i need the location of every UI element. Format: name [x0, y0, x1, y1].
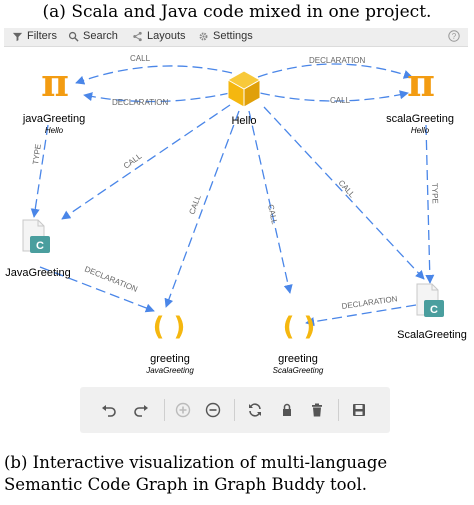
file-class-icon[interactable]: C — [414, 283, 446, 319]
graph-edges: CALL DECLARATION DECLARATION CALL CALL C… — [30, 54, 440, 327]
edge-hello-javagreeting-call — [75, 65, 233, 85]
edge-hello-javagreetingclass-call — [61, 104, 231, 220]
filters-label: Filters — [27, 30, 57, 42]
pi-glyph: π — [407, 67, 435, 101]
toolbar-separator — [164, 399, 165, 421]
edge-scalagreeting-type — [425, 124, 435, 284]
edge-javagreetingclass-declaration — [39, 266, 155, 313]
edge-label-type-1: TYPE — [31, 143, 43, 165]
filters-button[interactable]: Filters — [12, 30, 57, 42]
zoom-out-icon[interactable] — [204, 401, 222, 419]
search-button[interactable]: Search — [68, 30, 118, 42]
zoom-in-icon[interactable] — [174, 401, 192, 419]
edge-hello-greetingscala-call — [248, 110, 293, 294]
layouts-button[interactable]: Layouts — [132, 30, 186, 42]
save-icon[interactable] — [350, 401, 368, 419]
node-scalagreeting-class-label: ScalaGreeting — [397, 329, 467, 341]
edge-label-call-3: CALL — [122, 151, 144, 170]
layouts-label: Layouts — [147, 30, 186, 42]
node-greeting-scala-label: greeting — [278, 353, 318, 365]
node-greeting-java-sub: JavaGreeting — [146, 366, 194, 375]
toolbar-separator — [234, 399, 235, 421]
edge-label-declaration-3: DECLARATION — [83, 265, 139, 295]
trash-icon[interactable] — [308, 401, 326, 419]
edge-label-declaration-2: DECLARATION — [309, 56, 366, 65]
edge-label-declaration-4: DECLARATION — [341, 294, 398, 311]
lock-icon[interactable] — [278, 401, 296, 419]
refresh-icon[interactable] — [246, 401, 264, 419]
parens-glyph: ( ) — [284, 312, 314, 341]
node-javagreeting-class-label: JavaGreeting — [5, 267, 71, 279]
undo-icon[interactable] — [100, 401, 118, 419]
figure-caption-a: (a) Scala and Java code mixed in one pro… — [42, 2, 432, 22]
pi-icon[interactable]: π — [403, 67, 439, 101]
cube-icon[interactable] — [226, 69, 262, 109]
edge-label-call-5: CALL — [266, 204, 279, 226]
node-hello-label: Hello — [231, 115, 257, 127]
toolbar-separator — [338, 399, 339, 421]
settings-label: Settings — [213, 30, 253, 42]
edge-label-call-1: CALL — [130, 54, 151, 63]
class-badge-letter: C — [430, 304, 438, 316]
pi-icon[interactable]: π — [37, 67, 73, 101]
node-greeting-java-label: greeting — [150, 353, 190, 365]
edge-hello-scalagreetingclass-call — [263, 106, 425, 280]
edge-label-type-2: TYPE — [430, 183, 440, 204]
node-javagreeting-label: javaGreeting — [22, 113, 86, 125]
edge-hello-scalagreeting-declaration — [257, 63, 413, 79]
gear-icon — [199, 32, 208, 40]
figure-caption-b: (b) Interactive visualization of multi-l… — [4, 453, 388, 494]
filter-icon — [12, 32, 23, 41]
search-icon — [68, 31, 79, 42]
edge-scalagreetingclass-declaration — [305, 304, 417, 327]
edge-javagreeting-type — [30, 124, 49, 218]
node-javagreeting-sub: Hello — [44, 126, 64, 135]
graph-canvas[interactable]: CALL DECLARATION DECLARATION CALL CALL C… — [4, 47, 468, 437]
edge-hello-greetingjava-call — [164, 110, 240, 308]
class-badge-letter: C — [36, 240, 44, 252]
settings-button[interactable]: Settings — [198, 30, 253, 42]
parens-glyph: ( ) — [154, 312, 184, 341]
edge-hello-javagreeting-declaration — [83, 92, 231, 103]
edge-hello-scalagreeting-call — [259, 90, 409, 102]
svg-text:?: ? — [452, 32, 457, 41]
graph-toolbar: Filters Search Layouts Settings ? — [4, 28, 468, 47]
node-scalagreeting-label: scalaGreeting — [386, 113, 454, 125]
help-icon[interactable]: ? — [448, 30, 460, 42]
graph-controls-bar — [80, 387, 390, 433]
edge-label-call-2: CALL — [330, 96, 351, 105]
file-class-icon[interactable]: C — [20, 219, 52, 255]
redo-icon[interactable] — [132, 401, 150, 419]
share-icon — [133, 31, 142, 41]
search-label: Search — [83, 30, 118, 42]
node-scalagreeting-sub: Hello — [410, 126, 430, 135]
pi-glyph: π — [41, 67, 69, 101]
node-greeting-scala-sub: ScalaGreeting — [272, 366, 324, 375]
edge-label-declaration-1: DECLARATION — [112, 98, 169, 107]
parens-icon[interactable]: ( ) — [154, 311, 184, 341]
parens-icon[interactable]: ( ) — [284, 311, 314, 341]
